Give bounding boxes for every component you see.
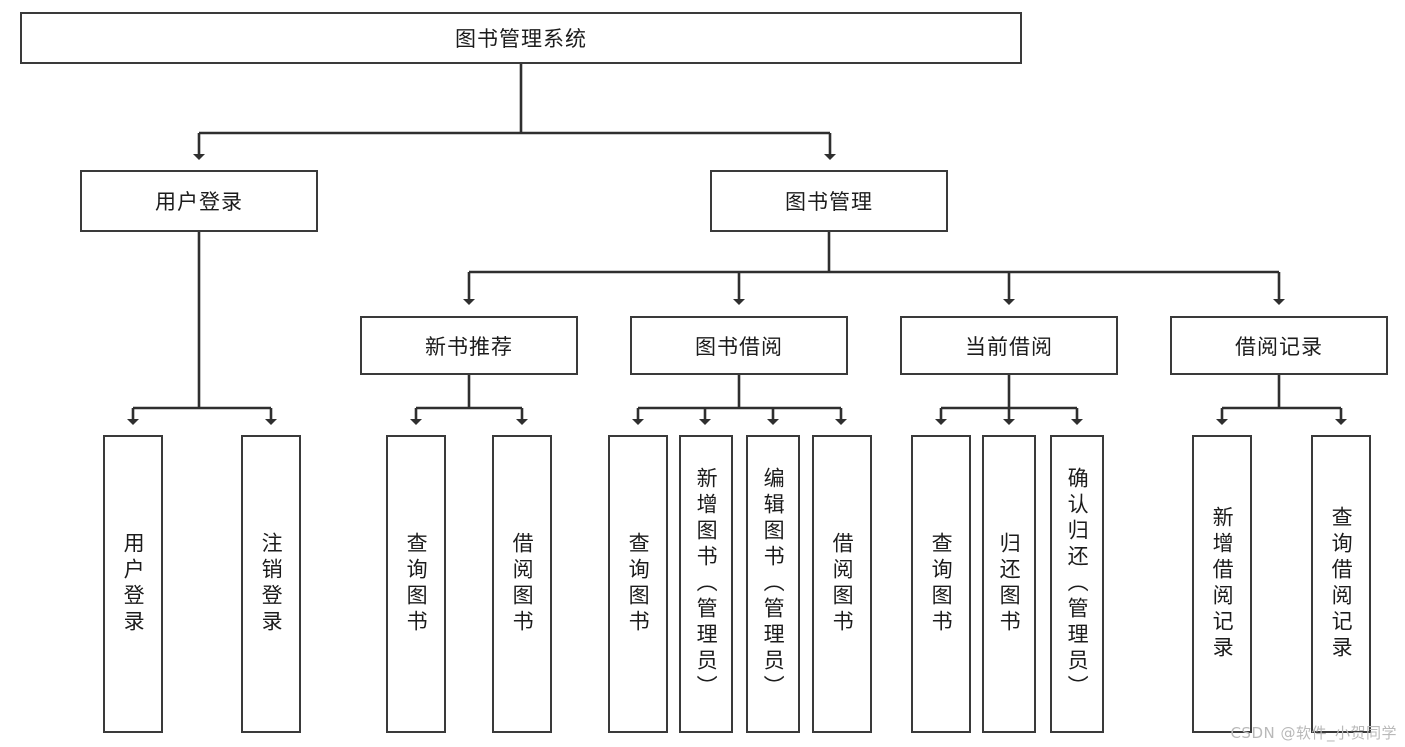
- node-leaf-add-record[interactable]: 新增借阅记录: [1192, 435, 1252, 733]
- csdn-watermark: CSDN @软件_小贺同学: [1230, 724, 1397, 742]
- node-leaf-borrow-book-1-label: 借阅图书: [510, 532, 535, 636]
- node-book-borrow[interactable]: 图书借阅: [630, 316, 848, 375]
- node-leaf-borrow-book-2-label: 借阅图书: [830, 532, 855, 636]
- node-leaf-query-book-2[interactable]: 查询图书: [608, 435, 668, 733]
- node-leaf-logout-login[interactable]: 注销登录: [241, 435, 301, 733]
- node-leaf-return-book-label: 归还图书: [997, 532, 1022, 636]
- node-borrow-record[interactable]: 借阅记录: [1170, 316, 1388, 375]
- node-user-login[interactable]: 用户登录: [80, 170, 318, 232]
- node-leaf-confirm-return[interactable]: 确认归还（管理员）: [1050, 435, 1104, 733]
- node-leaf-query-book-1[interactable]: 查询图书: [386, 435, 446, 733]
- node-new-book-recommend-label: 新书推荐: [425, 334, 513, 359]
- node-book-manage[interactable]: 图书管理: [710, 170, 948, 232]
- node-leaf-edit-book[interactable]: 编辑图书（管理员）: [746, 435, 800, 733]
- node-leaf-confirm-return-label: 确认归还（管理员）: [1065, 467, 1090, 701]
- node-leaf-query-record[interactable]: 查询借阅记录: [1311, 435, 1371, 733]
- node-leaf-add-record-label: 新增借阅记录: [1210, 506, 1235, 662]
- node-leaf-add-book-label: 新增图书（管理员）: [694, 467, 719, 701]
- node-root-label: 图书管理系统: [455, 27, 587, 51]
- node-current-borrow[interactable]: 当前借阅: [900, 316, 1118, 375]
- node-book-manage-label: 图书管理: [785, 190, 873, 214]
- node-leaf-query-book-1-label: 查询图书: [404, 532, 429, 636]
- node-new-book-recommend[interactable]: 新书推荐: [360, 316, 578, 375]
- node-leaf-add-book[interactable]: 新增图书（管理员）: [679, 435, 733, 733]
- node-borrow-record-label: 借阅记录: [1235, 334, 1323, 359]
- node-leaf-edit-book-label: 编辑图书（管理员）: [761, 467, 786, 701]
- node-leaf-return-book[interactable]: 归还图书: [982, 435, 1036, 733]
- node-leaf-borrow-book-2[interactable]: 借阅图书: [812, 435, 872, 733]
- node-current-borrow-label: 当前借阅: [965, 334, 1053, 359]
- node-book-borrow-label: 图书借阅: [695, 334, 783, 359]
- node-user-login-label: 用户登录: [155, 190, 243, 214]
- node-leaf-query-book-3[interactable]: 查询图书: [911, 435, 971, 733]
- node-leaf-borrow-book-1[interactable]: 借阅图书: [492, 435, 552, 733]
- node-leaf-user-login[interactable]: 用户登录: [103, 435, 163, 733]
- node-leaf-user-login-label: 用户登录: [121, 532, 146, 636]
- node-leaf-query-record-label: 查询借阅记录: [1329, 506, 1354, 662]
- node-leaf-query-book-3-label: 查询图书: [929, 532, 954, 636]
- node-leaf-query-book-2-label: 查询图书: [626, 532, 651, 636]
- node-root[interactable]: 图书管理系统: [20, 12, 1022, 64]
- node-leaf-logout-login-label: 注销登录: [259, 532, 284, 636]
